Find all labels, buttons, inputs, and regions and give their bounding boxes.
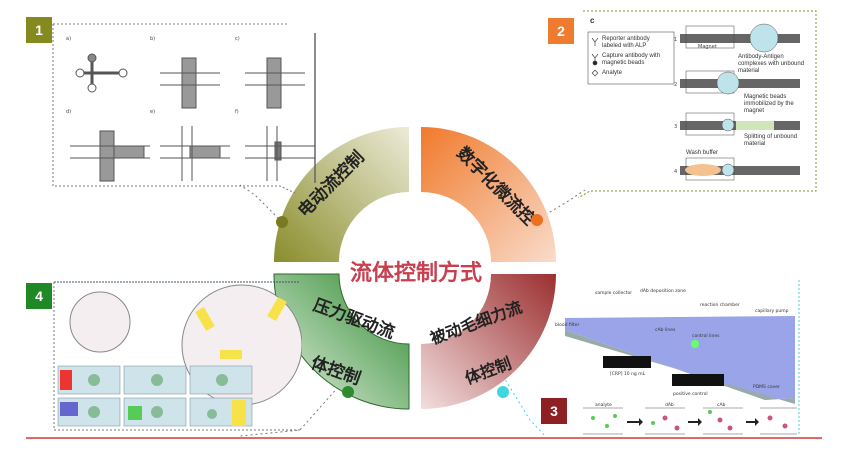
center-title: 流体控制方式 [350,260,482,286]
legend-reporter: Reporter antibody labeled with ALP [602,36,650,49]
legend-box [587,31,675,85]
legend-symbols [591,37,599,77]
sublabel-c: c) [235,36,240,42]
label-positive-control: positive control [673,391,708,397]
wash-buffer-label: Wash buffer [686,150,719,156]
caption-splitting: Splitting of unbound material [744,134,798,147]
panel-digital-labels: c Reporter antibody labeled with ALP Cap… [578,8,823,198]
label-analyte: analyte [595,402,612,408]
label-blood-filter: blood filter [555,322,580,328]
sublabel-b: b) [150,36,155,42]
sublabel-a: a) [66,36,71,42]
dot-cyan [497,386,509,398]
legend-capture: Capture antibody with magnetic beads [602,53,661,66]
label-sample-collector: sample collector [595,290,632,296]
label-capillary-pump: capillary pump [755,308,789,314]
badge-1: 1 [26,17,52,43]
badge-3: 3 [541,398,567,424]
step-3: 3 [674,124,677,130]
legend-analyte: Analyte [602,70,623,76]
magnet-label: Magnet [698,44,717,50]
connector-2 [536,189,586,221]
dot-olive [276,216,288,228]
connector-1 [239,184,283,223]
step-2: 2 [674,82,677,88]
label-cab-lines: cAb lines [655,327,676,333]
label-reaction-chamber: reaction chamber [700,302,740,308]
panel-electrokinetic-figure: a) b) c) d) e) f) [52,23,316,193]
sublabel-e: e) [150,109,155,115]
quadrant-capillary [421,274,556,409]
sublabel-d: d) [66,109,71,115]
label-crp: [CRP] 10 ng mL [610,371,646,377]
badge-4: 4 [26,283,52,309]
caption-immobilized: Magnetic beads immobilized by the magnet [744,94,794,114]
label-pdms: PDMS cover [753,384,780,390]
label-control-lines: control lines [692,333,720,339]
panel-capillary-figure: sample collector dAb deposition zone rea… [555,280,800,436]
figure-letter: c [590,16,595,25]
step-1: 1 [674,37,677,43]
quadrant-digital [421,127,556,262]
badge-2: 2 [548,18,574,44]
dot-orange [531,214,543,226]
dot-green [342,386,354,398]
connector-3 [502,375,546,437]
caption-complexes: Antibody-Antigen complexes with unbound … [738,54,805,74]
sublabel-f: f) [235,109,239,115]
label-cab: cAb [717,402,726,408]
label-dab-zone: dAb deposition zone [640,288,686,294]
quadrant-electrokinetic [274,127,409,262]
step-4: 4 [674,169,677,175]
panel-pressure-figure [53,281,302,431]
label-dab: dAb [665,402,674,408]
